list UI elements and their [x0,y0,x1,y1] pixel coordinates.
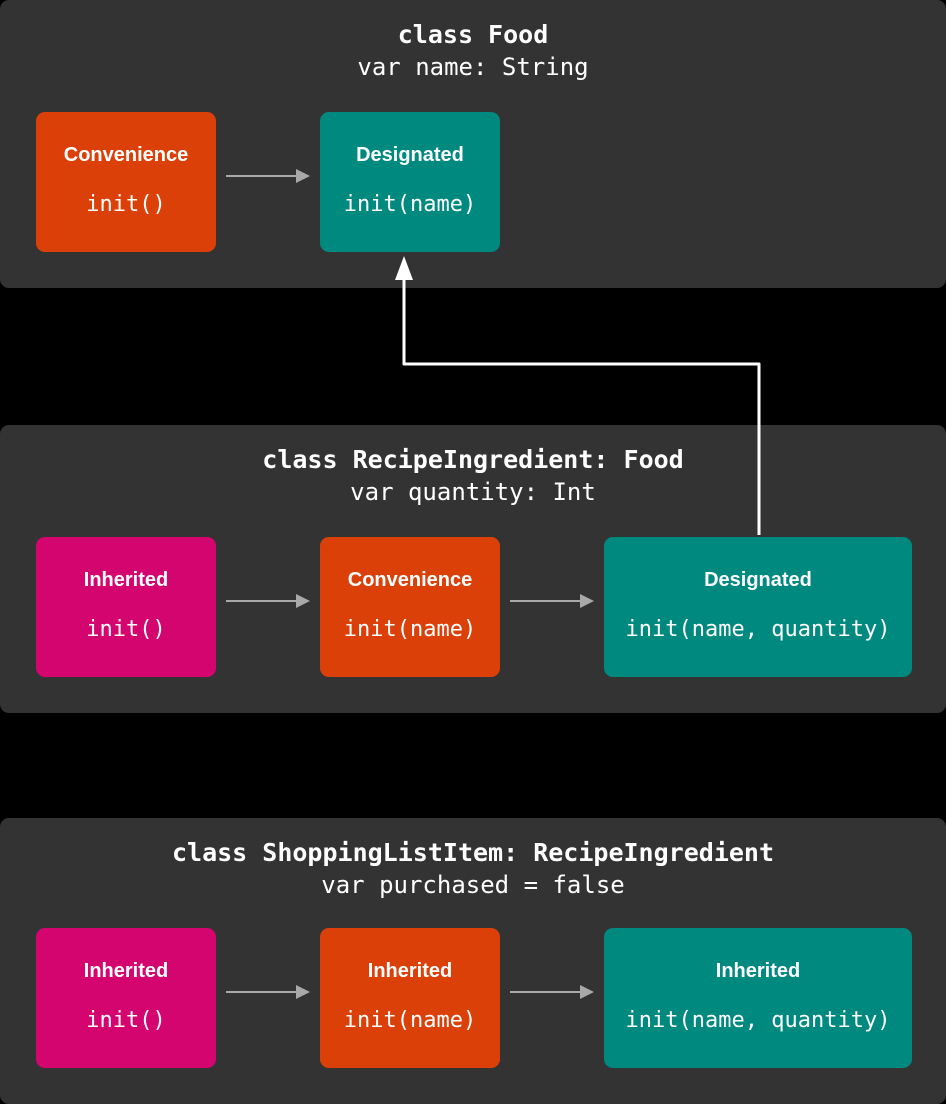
class-declaration-recipe-ingredient: class RecipeIngredient: Food [262,445,684,474]
initializer-box-shopping-inherited-1[interactable]: Inherited init(name) [320,928,500,1068]
initializer-kind-label: Convenience [63,144,189,166]
delegation-arrow-food-convenience-to-designated [226,169,310,183]
initializer-signature: init(name) [343,192,477,217]
arrow-head-icon [296,169,310,183]
initializer-kind-label: Designated [356,144,464,166]
initializer-signature: init() [86,192,166,217]
class-property-food: var name: String [357,53,589,81]
arrow-shaft [510,600,581,602]
initializer-signature: init(name, quantity) [625,617,891,642]
initializer-signature: init(name) [343,1008,477,1033]
arrow-shaft [226,600,297,602]
initializer-signature: init(name, quantity) [625,1008,891,1033]
class-declaration-food: class Food [397,20,549,49]
initializer-kind-label: Convenience [347,569,473,591]
initializer-signature: init(name) [343,617,477,642]
initializer-kind-label: Inherited [715,960,801,982]
arrow-head-icon [580,594,594,608]
delegation-arrow-recipe-convenience-to-designated [510,594,594,608]
initializer-kind-label: Inherited [83,960,169,982]
initializer-box-recipe-inherited[interactable]: Inherited init() [36,537,216,677]
initializer-kind-label: Inherited [367,960,453,982]
arrow-shaft [226,991,297,993]
class-declaration-shopping-list-item: class ShoppingListItem: RecipeIngredient [171,838,775,867]
class-property-recipe-ingredient: var quantity: Int [350,478,596,506]
initializer-kind-label: Designated [704,569,812,591]
initializer-box-shopping-inherited-0[interactable]: Inherited init() [36,928,216,1068]
initializer-box-food-convenience[interactable]: Convenience init() [36,112,216,252]
arrow-shaft [226,175,297,177]
initializer-box-shopping-inherited-2[interactable]: Inherited init(name, quantity) [604,928,912,1068]
arrow-head-icon [580,985,594,999]
initializer-signature: init() [86,1008,166,1033]
arrow-shaft [510,991,581,993]
delegation-arrow-recipe-inherited-to-convenience [226,594,310,608]
delegation-arrow-shopping-1-to-2 [510,985,594,999]
initializer-box-recipe-designated[interactable]: Designated init(name, quantity) [604,537,912,677]
initializer-kind-label: Inherited [83,569,169,591]
arrow-head-icon [296,985,310,999]
initializer-box-recipe-convenience[interactable]: Convenience init(name) [320,537,500,677]
delegation-arrow-shopping-0-to-1 [226,985,310,999]
arrow-head-icon [296,594,310,608]
initializer-signature: init() [86,617,166,642]
class-property-shopping-list-item: var purchased = false [321,871,625,899]
initializer-box-food-designated[interactable]: Designated init(name) [320,112,500,252]
